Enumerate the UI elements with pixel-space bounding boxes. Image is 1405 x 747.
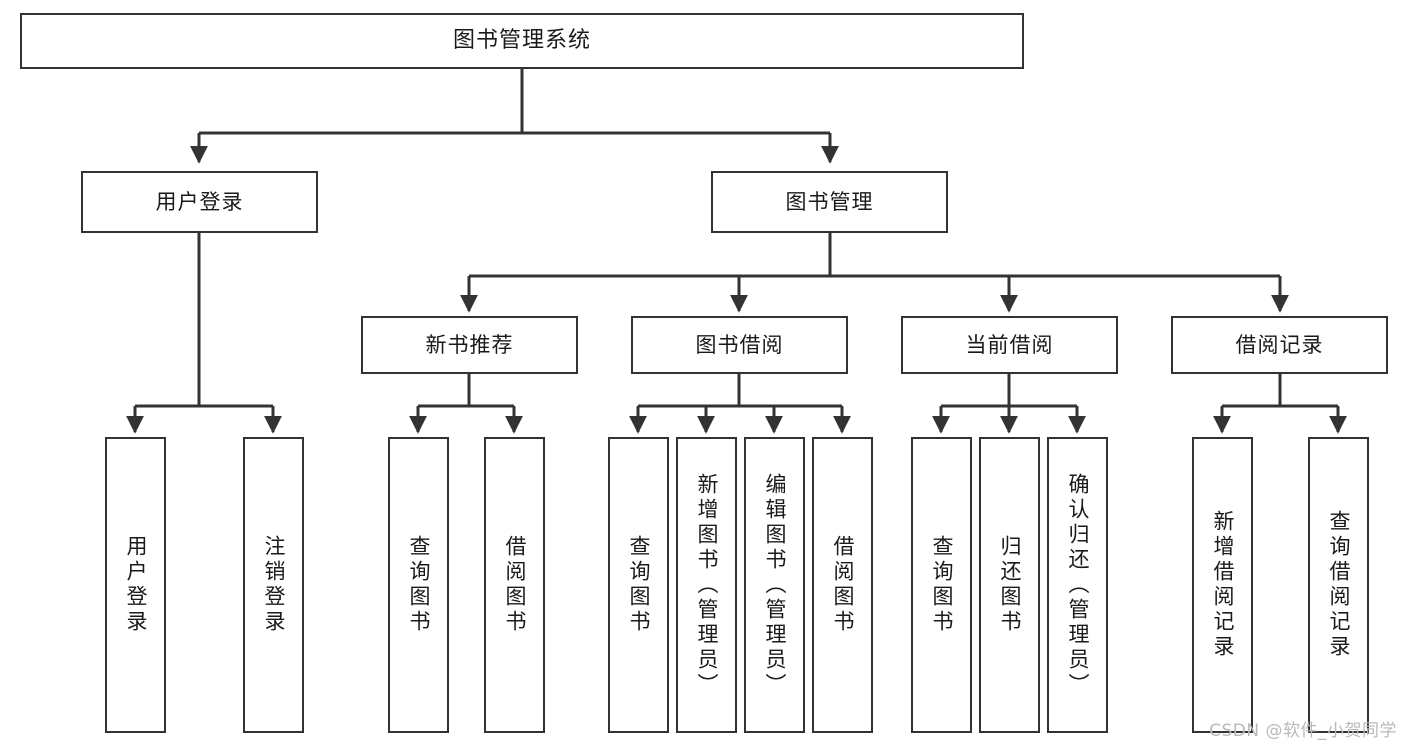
node-label: 图书管理系统 <box>452 28 591 54</box>
node-label: 用户登录 <box>155 189 244 214</box>
node-label: 新增图书（管理员） <box>695 472 719 698</box>
leaf-user-login-logout[interactable]: 注销登录 <box>243 437 304 733</box>
node-label: 用户登录 <box>124 535 148 635</box>
leaf-new-book-query[interactable]: 查询图书 <box>388 437 449 733</box>
leaf-borrow-edit-book-admin[interactable]: 编辑图书（管理员） <box>744 437 805 733</box>
node-label: 新书推荐 <box>425 332 514 357</box>
node-label: 注销登录 <box>262 535 286 635</box>
leaf-borrow-borrow-book[interactable]: 借阅图书 <box>812 437 873 733</box>
node-label: 图书管理 <box>785 189 874 214</box>
leaf-records-add-record[interactable]: 新增借阅记录 <box>1192 437 1253 733</box>
watermark: CSDN @软件_小贺同学 <box>1209 721 1397 741</box>
node-new-book-recommend[interactable]: 新书推荐 <box>361 316 578 374</box>
node-label: 查询图书 <box>627 535 651 635</box>
node-label: 借阅图书 <box>503 535 527 635</box>
node-current-borrow[interactable]: 当前借阅 <box>901 316 1118 374</box>
leaf-records-query-record[interactable]: 查询借阅记录 <box>1308 437 1369 733</box>
node-label: 查询图书 <box>930 535 954 635</box>
leaf-current-query-book[interactable]: 查询图书 <box>911 437 972 733</box>
node-label: 借阅记录 <box>1235 332 1324 357</box>
node-root-book-management-system[interactable]: 图书管理系统 <box>20 13 1024 69</box>
node-book-management[interactable]: 图书管理 <box>711 171 948 233</box>
node-user-login[interactable]: 用户登录 <box>81 171 318 233</box>
node-book-borrow[interactable]: 图书借阅 <box>631 316 848 374</box>
node-label: 归还图书 <box>998 535 1022 635</box>
leaf-borrow-add-book-admin[interactable]: 新增图书（管理员） <box>676 437 737 733</box>
leaf-new-book-borrow[interactable]: 借阅图书 <box>484 437 545 733</box>
leaf-current-return-book[interactable]: 归还图书 <box>979 437 1040 733</box>
leaf-user-login-login[interactable]: 用户登录 <box>105 437 166 733</box>
node-label: 确认归还（管理员） <box>1066 472 1090 698</box>
node-label: 当前借阅 <box>965 332 1054 357</box>
leaf-borrow-query-book[interactable]: 查询图书 <box>608 437 669 733</box>
leaf-current-confirm-return-admin[interactable]: 确认归还（管理员） <box>1047 437 1108 733</box>
node-label: 图书借阅 <box>695 332 784 357</box>
node-label: 查询图书 <box>407 535 431 635</box>
node-label: 编辑图书（管理员） <box>763 472 787 698</box>
node-label: 查询借阅记录 <box>1327 510 1351 660</box>
node-label: 新增借阅记录 <box>1211 510 1235 660</box>
node-label: 借阅图书 <box>831 535 855 635</box>
node-borrow-records[interactable]: 借阅记录 <box>1171 316 1388 374</box>
